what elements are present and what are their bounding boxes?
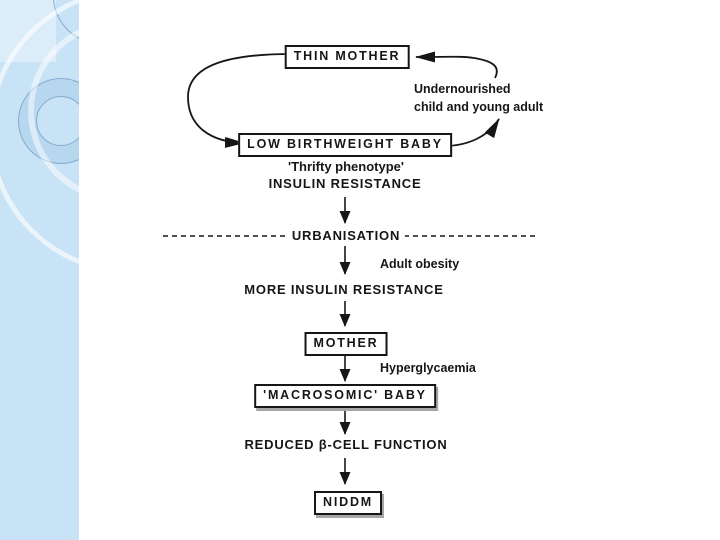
- node-niddm: NIDDM: [314, 491, 382, 515]
- label-hyperglycaemia: Hyperglycaemia: [380, 361, 476, 375]
- node-macrosomic-baby: 'MACROSOMIC' BABY: [254, 384, 436, 408]
- node-thin-mother: THIN MOTHER: [284, 45, 410, 69]
- sidebar-decoration: [0, 0, 79, 540]
- cycle-arrow-to-undernourished: [443, 118, 500, 147]
- label-undernourished: Undernourished child and young adult: [414, 80, 543, 116]
- label-more-insulin-resistance: MORE INSULIN RESISTANCE: [244, 282, 444, 297]
- label-undernourished-line1: Undernourished: [414, 82, 511, 96]
- node-mother: MOTHER: [304, 332, 388, 356]
- cycle-arrow-to-thin-mother: [415, 51, 498, 79]
- node-low-birthweight-baby: LOW BIRTHWEIGHT BABY: [238, 133, 452, 157]
- label-thrifty-phenotype: 'Thrifty phenotype': [288, 159, 404, 174]
- label-adult-obesity: Adult obesity: [380, 257, 460, 271]
- cycle-arrow-left: [187, 53, 293, 148]
- label-urbanisation: URBANISATION: [286, 228, 406, 243]
- label-reduced-beta-cell-function: REDUCED β-CELL FUNCTION: [244, 437, 448, 452]
- label-insulin-resistance: INSULIN RESISTANCE: [268, 176, 422, 191]
- label-undernourished-line2: child and young adult: [414, 100, 544, 114]
